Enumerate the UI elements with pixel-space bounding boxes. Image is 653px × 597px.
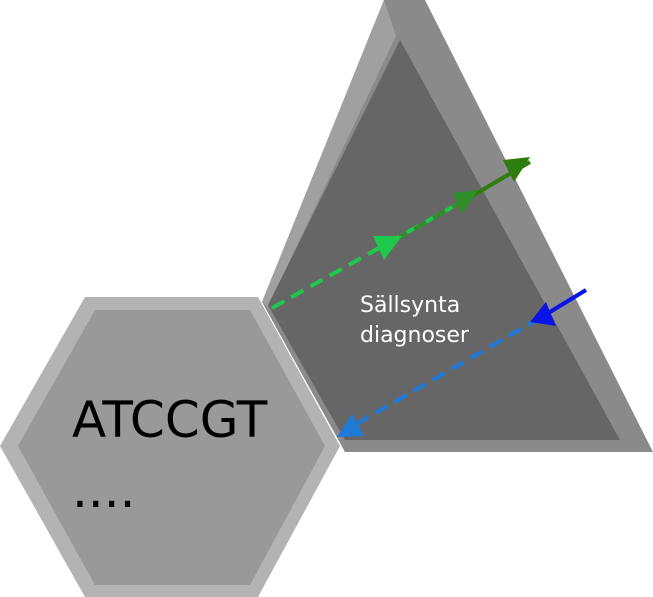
hexagon-inner-face [18, 310, 325, 585]
dna-sequence-hexagon: ATCCGT .... [0, 297, 340, 597]
green-arrowhead-3 [503, 157, 530, 182]
triangle-light-edge [262, 0, 396, 307]
green-arrowhead-1 [373, 236, 402, 260]
green-arrowhead-2 [453, 190, 478, 214]
triangle-label-line1: Sällsynta [360, 293, 460, 318]
triangle-inner-face [268, 40, 620, 440]
sequence-text: ATCCGT [72, 391, 268, 449]
blue-arrow-dashed-segment [345, 316, 541, 432]
green-arrow-dashed-segment [271, 194, 473, 310]
sequence-ellipsis: .... [72, 461, 136, 519]
blue-arrowhead-1 [530, 302, 556, 326]
blue-arrowhead-2 [337, 414, 364, 437]
incoming-blue-arrow [337, 288, 588, 437]
rare-diagnoses-triangle [262, 0, 653, 452]
outgoing-green-arrow [271, 157, 532, 310]
triangle-label-line2: diagnoser [360, 323, 470, 348]
